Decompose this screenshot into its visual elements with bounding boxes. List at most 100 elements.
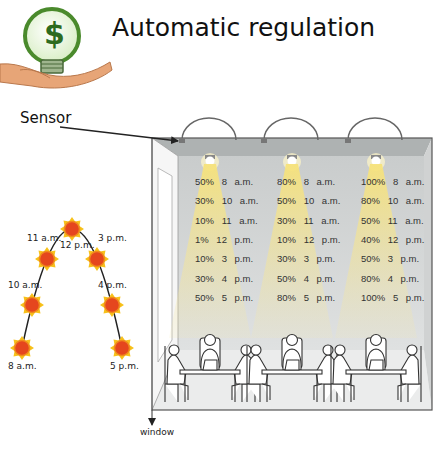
person-head [287, 335, 298, 346]
table-top [346, 370, 406, 374]
person-legs [262, 384, 270, 400]
dimming-schedule-line: 10% 12 p.m. [277, 235, 340, 245]
dimming-schedule-line: 1% 12 p.m. [195, 235, 253, 245]
callout-label: Sensor [20, 110, 71, 127]
sun-core [40, 252, 55, 267]
time-label: 12 p.m. [60, 241, 95, 251]
bulb-thread [41, 64, 63, 65]
table-leg [184, 374, 185, 402]
sensor-wire [264, 118, 318, 140]
sun-core [90, 252, 105, 267]
dimming-schedule-line: 80% 5 p.m. [277, 293, 335, 303]
dimming-schedule-line: 50% 11 a.m. [361, 216, 424, 226]
hand [0, 62, 112, 88]
person-legs [180, 384, 188, 400]
person-legs [346, 384, 354, 400]
sun-rays [35, 247, 59, 271]
light-beam [335, 164, 417, 338]
person-body [367, 349, 385, 370]
table-leg [234, 374, 235, 402]
sun-core [25, 298, 40, 313]
person-head [371, 335, 382, 346]
sun-rays [85, 247, 109, 271]
sun-core [65, 222, 80, 237]
dimming-schedule-line: 100% 8 a.m. [361, 177, 424, 187]
person-head [335, 345, 345, 355]
table-leg [266, 374, 267, 402]
bulb-glass [25, 9, 79, 63]
dimming-schedule-line: 40% 12 p.m. [361, 235, 424, 245]
sensor [261, 138, 267, 143]
time-label: 4 p.m. [98, 281, 127, 291]
time-label: 3 p.m. [98, 234, 127, 244]
dimming-schedule-line: 100% 5 p.m. [361, 293, 424, 303]
dimming-schedule-line: 30% 11 a.m. [277, 216, 340, 226]
light-beam [251, 164, 333, 338]
person-head [241, 345, 251, 355]
sun-rays [60, 217, 84, 241]
side-wall [424, 138, 432, 410]
callout-label: window [140, 428, 174, 438]
dimming-schedule-line: 50% 10 a.m. [277, 196, 340, 206]
dimming-schedule-line: 30% 10 a.m. [195, 196, 258, 206]
laptop [285, 360, 299, 370]
person-body [201, 349, 219, 370]
table-leg [350, 374, 351, 402]
time-label: 11 a.m. [27, 234, 61, 244]
sun-rays [110, 336, 134, 360]
sun-rays [20, 293, 44, 317]
person-legs [314, 384, 322, 400]
sensor [179, 138, 185, 143]
laptop [369, 360, 383, 370]
dimming-schedule-line: 80% 10 a.m. [361, 196, 424, 206]
dimming-schedule-line: 80% 4 p.m. [361, 274, 419, 284]
dimming-schedule-line: 50% 5 p.m. [195, 293, 253, 303]
table-top [180, 370, 240, 374]
table-top [262, 370, 322, 374]
dimming-schedule-line: 10% 3 p.m. [195, 254, 253, 264]
person-head [169, 345, 179, 355]
sensor [345, 138, 351, 143]
sun-core [15, 341, 30, 356]
window-leader [152, 410, 153, 425]
sun-rays [100, 293, 124, 317]
time-label: 5 p.m. [110, 362, 139, 372]
table-leg [316, 374, 317, 402]
room [152, 118, 432, 425]
dimming-schedule-line: 30% 3 p.m. [277, 254, 335, 264]
person-head [205, 335, 216, 346]
dimming-schedule-line: 10% 11 a.m. [195, 216, 258, 226]
dimming-schedule-line: 80% 8 a.m. [277, 177, 335, 187]
dimming-schedule-line: 50% 3 p.m. [361, 254, 419, 264]
title: Automatic regulation [112, 14, 375, 42]
sensor-wire [348, 118, 402, 140]
light-cone: 100% 8 a.m. 80% 10 a.m. 50% 11 a.m. 40% 12 … [331, 160, 421, 338]
sun-rays [10, 336, 34, 360]
money-bulb-icon [0, 9, 112, 88]
dimming-schedule-line: 50% 4 p.m. [277, 274, 335, 284]
sun-core [105, 298, 120, 313]
laptop [203, 360, 217, 370]
light-beam [169, 164, 251, 338]
table-leg [400, 374, 401, 402]
sensor-leader [60, 127, 178, 141]
light-cone: 80% 8 a.m. 50% 10 a.m. 30% 11 a.m. 10% 12 p… [247, 160, 337, 338]
person-legs [232, 384, 240, 400]
light-cone: 50% 8 a.m. 30% 10 a.m. 10% 11 a.m. 1% 12 p.… [165, 160, 255, 338]
dimming-schedule-line: 50% 8 a.m. [195, 177, 253, 187]
bulb-thread [41, 68, 63, 69]
room-outline [152, 138, 432, 410]
bulb-base [41, 60, 63, 73]
person-legs [398, 384, 406, 400]
hand-crease [20, 69, 50, 78]
window-frame [158, 168, 172, 362]
person-head [251, 345, 261, 355]
sensor-wire [182, 118, 236, 140]
sun-core [115, 341, 130, 356]
currency-symbol: $ [44, 17, 65, 50]
time-label: 8 a.m. [8, 362, 37, 372]
dimming-schedule-line: 30% 4 p.m. [195, 274, 253, 284]
person-head [407, 345, 417, 355]
person-body [283, 349, 301, 370]
